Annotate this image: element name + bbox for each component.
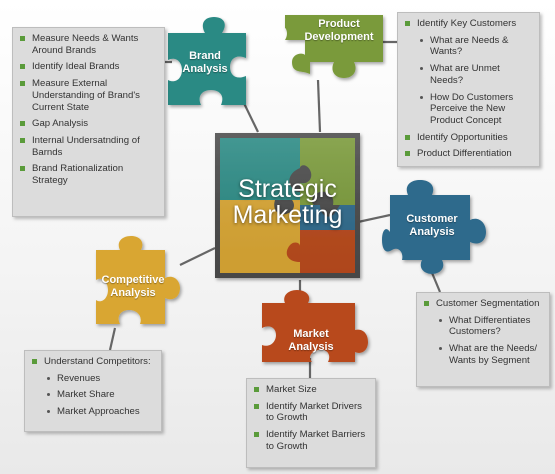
competitive-analysis-box: Understand Competitors: Revenues Market … [24,350,162,432]
brand-analysis-label: Brand Analysis [182,50,228,76]
sub-list-item: Market Share [31,389,155,401]
product-development-box: Identify Key Customers What are Needs & … [397,12,540,167]
list-item: Identify Market Barriers to Growth [253,429,369,452]
customer-analysis-label: Customer Analysis [406,213,458,239]
list-item: Brand Rationalization Strategy [19,163,158,186]
connector-competitive [179,247,216,266]
list-item: Customer Segmentation [423,298,543,310]
list-item: Identify Key Customers [404,18,533,30]
connector-competitive-box [108,327,117,351]
connector-product [316,79,322,133]
center-title: Strategic Marketing [232,175,343,230]
competitive-analysis-label: Competitive Analysis [101,274,165,300]
list-item: Identify Opportunities [404,132,533,144]
list-item: Market Size [253,384,369,396]
sub-list-item: How Do Customers Perceive the New Produc… [404,92,533,127]
connector-customer [357,213,391,224]
sub-list-item: What are Unmet Needs? [404,63,533,86]
market-analysis-label: Market Analysis [288,328,334,354]
list-item: Identify Market Drivers to Growth [253,401,369,424]
market-piece [262,290,368,362]
sub-list-item: Market Approaches [31,406,155,418]
list-item: Gap Analysis [19,118,158,130]
center-puzzle [215,133,360,278]
brand-analysis-box: Measure Needs & Wants Around Brands Iden… [12,27,165,217]
customer-analysis-box: Customer Segmentation What Differentiate… [416,292,550,387]
sub-list-item: What Differentiates Customers? [423,315,543,338]
brand-piece [168,17,246,105]
competitive-piece [96,236,180,324]
customer-piece [382,180,486,274]
sub-list-item: Revenues [31,373,155,385]
list-item: Internal Undersatnding of Barnds [19,135,158,158]
product-piece [285,15,383,78]
sub-list-item: What are the Needs/ Wants by Segment [423,343,543,366]
list-item: Measure External Understanding of Brand'… [19,78,158,113]
product-development-label: Product Development [304,18,374,44]
list-item: Identify Ideal Brands [19,61,158,73]
list-item: Measure Needs & Wants Around Brands [19,33,158,56]
sub-list-item: What are Needs & Wants? [404,35,533,58]
list-item: Product Differentiation [404,148,533,160]
list-item: Understand Competitors: [31,356,155,368]
market-analysis-box: Market Size Identify Market Drivers to G… [246,378,376,468]
